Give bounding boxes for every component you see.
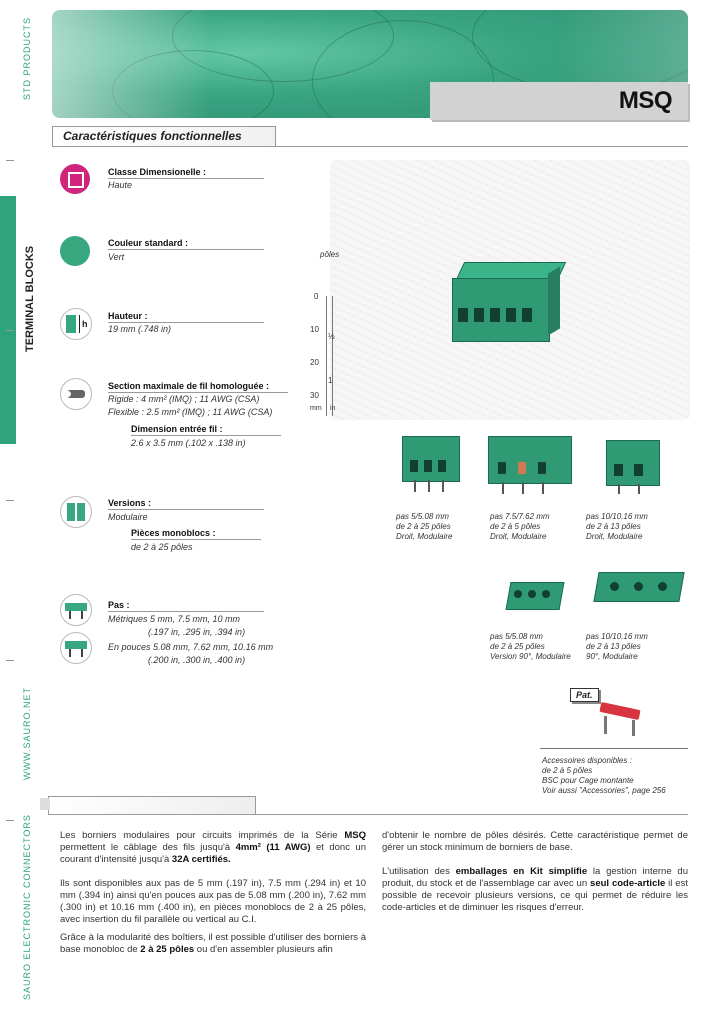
body-paragraph-4: d'obtenir le nombre de pôles désirés. Ce… bbox=[382, 830, 688, 853]
feature-underline bbox=[108, 509, 264, 510]
height-label: Hauteur : bbox=[108, 311, 148, 321]
wire-section-flexible: Flexible : 2.5 mm² (IMQ) ; 11 AWG (CSA) bbox=[108, 407, 273, 417]
monoblock-label: Pièces monoblocs : bbox=[131, 528, 216, 538]
wire-section-rigid: Rigide : 4 mm² (IMQ) ; 11 AWG (CSA) bbox=[108, 394, 260, 404]
variant-90deg-5mm-image bbox=[505, 574, 570, 618]
scale-unit-mm: mm bbox=[310, 405, 322, 412]
wire-entry-label: Dimension entrée fil : bbox=[131, 424, 223, 434]
left-margin: STD PRODUCTS TERMINAL BLOCKS WWW.SAURO.N… bbox=[0, 0, 44, 1012]
body-section-tab bbox=[48, 796, 256, 815]
size-class-icon bbox=[60, 164, 90, 194]
scale-inch-half: ½ bbox=[328, 332, 335, 341]
pitch-metric-inches: (.197 in, .295 in, .394 in) bbox=[148, 627, 246, 637]
margin-tick bbox=[6, 660, 14, 661]
color-value: Vert bbox=[108, 252, 125, 262]
accessory-bridge-image bbox=[598, 698, 642, 738]
scale-unit-in: in bbox=[330, 405, 336, 412]
terminal-blocks-label: TERMINAL BLOCKS bbox=[24, 245, 36, 352]
patent-badge: Pat. bbox=[570, 688, 599, 702]
pitch-label: Pas : bbox=[108, 600, 130, 610]
feature-underline bbox=[108, 611, 264, 612]
versions-label: Versions : bbox=[108, 498, 152, 508]
body-section-divider bbox=[48, 814, 688, 815]
margin-tick bbox=[6, 330, 14, 331]
margin-tick bbox=[6, 820, 14, 821]
feature-underline bbox=[108, 249, 264, 250]
body-section-marker bbox=[40, 798, 50, 810]
company-label: SAURO ELECTRONIC CONNECTORS bbox=[22, 814, 32, 1000]
scale-inch-one: 1 bbox=[328, 376, 333, 385]
main-terminal-block-image bbox=[452, 262, 567, 350]
variant-90deg-10mm-image bbox=[593, 566, 688, 612]
height-icon: h bbox=[60, 308, 92, 340]
accessory-divider bbox=[540, 748, 688, 749]
series-title: MSQ bbox=[618, 87, 673, 114]
website-label: WWW.SAURO.NET bbox=[22, 687, 32, 780]
section-tab: Caractéristiques fonctionnelles bbox=[52, 126, 276, 147]
wire-section-icon bbox=[60, 378, 92, 410]
series-title-box: MSQ bbox=[430, 82, 688, 120]
wire-entry-value: 2.6 x 3.5 mm (.102 x .138 in) bbox=[131, 438, 246, 448]
pitch-metric: Métriques 5 mm, 7.5 mm, 10 mm bbox=[108, 614, 241, 624]
feature-underline bbox=[131, 539, 261, 540]
height-value: 19 mm (.748 in) bbox=[108, 324, 172, 334]
scale-unit-poles: pôles bbox=[320, 250, 340, 259]
margin-tick bbox=[6, 500, 14, 501]
wire-section-label: Section maximale de fil homologuée : bbox=[108, 381, 270, 391]
size-class-value: Haute bbox=[108, 180, 133, 190]
monoblock-value: de 2 à 25 pôles bbox=[131, 542, 193, 552]
versions-icon bbox=[60, 496, 92, 528]
variant-straight-5mm-image bbox=[402, 432, 462, 494]
pitch-inch-icon bbox=[60, 632, 92, 664]
body-paragraph-2: Ils sont disponibles aux pas de 5 mm (.1… bbox=[60, 878, 366, 925]
variant-straight-7.5mm-image bbox=[488, 432, 572, 496]
body-paragraph-5: L'utilisation des emballages en Kit simp… bbox=[382, 866, 688, 913]
section-title: Caractéristiques fonctionnelles bbox=[63, 129, 242, 143]
scale-mark-20: 20 bbox=[310, 358, 319, 367]
feature-underline bbox=[108, 178, 264, 179]
size-class-label: Classe Dimensionelle : bbox=[108, 167, 207, 177]
scale-mark-10: 10 bbox=[310, 325, 319, 334]
versions-value: Modulaire bbox=[108, 512, 148, 522]
pitch-inch-inches: (.200 in, .300 in, .400 in) bbox=[148, 655, 246, 665]
color-swatch-icon bbox=[60, 236, 90, 266]
feature-underline bbox=[131, 435, 281, 436]
pitch-metric-icon bbox=[60, 594, 92, 626]
color-label: Couleur standard : bbox=[108, 238, 189, 248]
feature-underline bbox=[108, 392, 288, 393]
terminal-blocks-tab bbox=[0, 196, 16, 444]
feature-underline bbox=[108, 322, 264, 323]
section-divider bbox=[52, 146, 688, 147]
scale-mark-0: 0 bbox=[314, 292, 319, 301]
scale-axis-line bbox=[326, 296, 327, 416]
scale-mark-30: 30 bbox=[310, 391, 319, 400]
variant-straight-10mm-image bbox=[606, 436, 662, 496]
margin-tick bbox=[6, 160, 14, 161]
std-products-label: STD PRODUCTS bbox=[22, 16, 32, 100]
body-paragraph-1: Les borniers modulaires pour circuits im… bbox=[60, 830, 366, 865]
pitch-inch: En pouces 5.08 mm, 7.62 mm, 10.16 mm bbox=[108, 642, 274, 652]
scale-axis-line-inch bbox=[332, 296, 333, 416]
body-paragraph-3: Grâce à la modularité des boîtiers, il e… bbox=[60, 932, 366, 955]
